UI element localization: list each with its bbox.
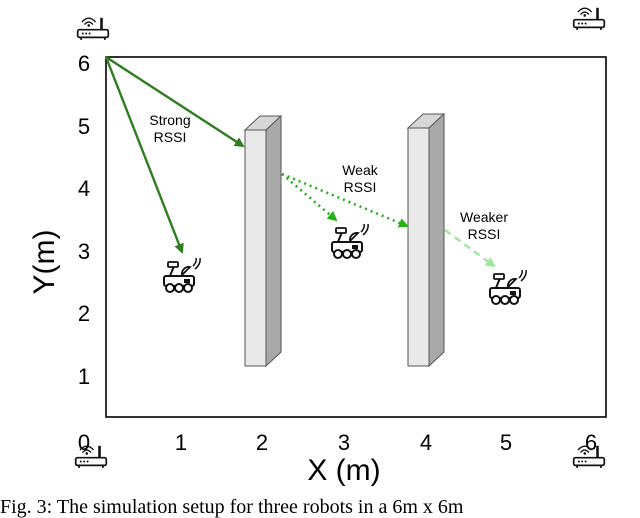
weaker-rssi-label: RSSI bbox=[468, 226, 501, 242]
x-tick-label: 4 bbox=[420, 430, 432, 455]
y-tick-label: 1 bbox=[78, 364, 90, 389]
y-axis-title: Y(m) bbox=[28, 230, 61, 295]
strong-rssi-arrow-to-wall bbox=[105, 55, 245, 148]
wifi-router-icon bbox=[76, 16, 110, 42]
strong-rssi-label: RSSI bbox=[154, 129, 187, 145]
wifi-router-icon bbox=[74, 444, 108, 470]
wall-1 bbox=[243, 114, 283, 368]
y-tick-label: 2 bbox=[78, 301, 90, 326]
x-tick-label: 1 bbox=[175, 430, 187, 455]
strong-rssi-label: Strong bbox=[149, 112, 190, 128]
weaker-rssi-label: Weaker bbox=[460, 209, 508, 225]
wifi-router-icon bbox=[572, 6, 606, 32]
x-tick-label: 3 bbox=[338, 430, 350, 455]
weak-rssi-label: RSSI bbox=[344, 179, 377, 195]
x-tick-label: 6 bbox=[585, 430, 597, 455]
y-tick-label: 4 bbox=[78, 176, 90, 201]
y-tick-label: 5 bbox=[78, 114, 90, 139]
weaker-rssi-arrow bbox=[444, 229, 496, 268]
x-axis-title: X (m) bbox=[307, 454, 380, 487]
weak-rssi-label: Weak bbox=[342, 162, 379, 178]
plot-frame bbox=[105, 56, 607, 418]
y-tick-label: 6 bbox=[78, 51, 90, 76]
wall-2 bbox=[406, 112, 446, 368]
y-tick-label: 3 bbox=[78, 239, 90, 264]
figure-caption: Fig. 3: The simulation setup for three r… bbox=[0, 496, 464, 518]
x-tick-label: 2 bbox=[256, 430, 268, 455]
weak-rssi-arrow-to-wall bbox=[281, 172, 409, 228]
x-tick-label: 5 bbox=[500, 430, 512, 455]
strong-rssi-arrow-to-robot bbox=[104, 56, 184, 254]
